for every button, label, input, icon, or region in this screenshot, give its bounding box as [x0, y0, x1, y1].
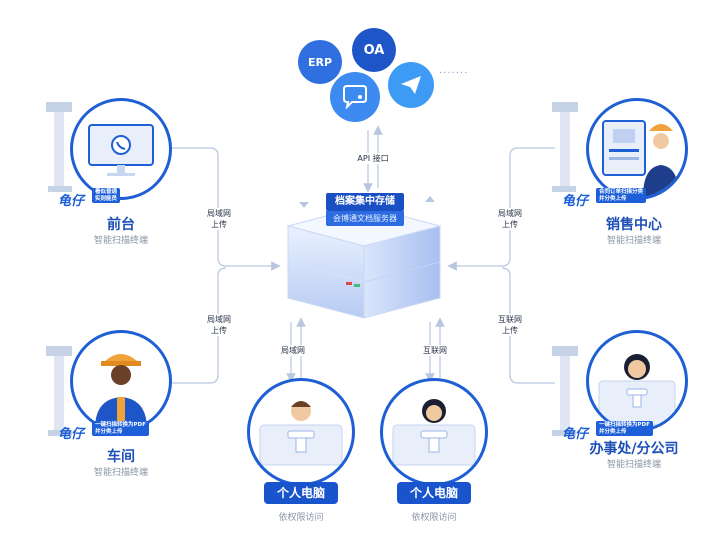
storage-title: 档案集中存储 — [326, 193, 404, 211]
pc-lan-subtitle: 依权限访问 — [278, 513, 324, 523]
link-sales — [447, 147, 555, 271]
front-slogan: 看似普通实则能员 — [92, 188, 121, 203]
office-circle — [586, 330, 688, 432]
scanner-kiosk-workshop — [46, 346, 72, 436]
sales-subtitle: 智能扫描终端 — [606, 236, 661, 246]
workshop-title: 车间 — [107, 449, 135, 465]
oa-app-icon: OA — [352, 28, 396, 72]
front-circle — [70, 98, 172, 200]
office-title: 办事处/分公司 — [589, 441, 679, 457]
office-link-label: 互联网 上传 — [496, 314, 524, 336]
scanner-kiosk-sales — [552, 102, 578, 192]
pc-user-female-icon — [392, 399, 476, 466]
link-office — [501, 267, 555, 384]
api-label: API 接口 — [351, 153, 395, 164]
workshop-subtitle: 智能扫描终端 — [93, 468, 148, 478]
sales-slogan: 合同订单扫描分类并分类上传 — [596, 188, 647, 203]
link-front — [170, 147, 281, 271]
chat-bubble-icon — [343, 85, 367, 109]
storage-subtitle: 会博通文档服务器 — [326, 211, 404, 226]
sales-brand-logo: 龟仔 — [562, 194, 589, 209]
workshop-brand-logo: 龟仔 — [58, 427, 85, 442]
more-apps-dots: ······· — [439, 68, 469, 79]
pc-net-link-label: 互联网 — [420, 345, 450, 356]
scanner-kiosk-front — [46, 102, 72, 192]
office-brand-logo: 龟仔 — [562, 427, 589, 442]
pc-lan-circle — [247, 378, 355, 486]
sales-circle — [586, 98, 688, 200]
erp-app-icon: ERP — [298, 40, 342, 84]
clipboard-worker-icon — [602, 120, 679, 197]
front-brand-logo: 龟仔 — [58, 194, 85, 209]
front-subtitle: 智能扫描终端 — [93, 236, 148, 246]
workshop-link-label: 局域网 上传 — [205, 314, 233, 336]
pc-net-subtitle: 依权限访问 — [411, 513, 457, 523]
plane-app-icon — [388, 62, 434, 108]
workshop-circle — [70, 330, 172, 432]
pc-net-label: 个人电脑 — [397, 482, 471, 504]
sales-link-label: 局域网 上传 — [496, 208, 524, 230]
front-title: 前台 — [107, 217, 135, 233]
worker-avatar-icon — [95, 354, 147, 429]
link-workshop — [172, 267, 227, 384]
pc-lan-link-label: 局域网 — [278, 345, 308, 356]
pc-net-circle — [380, 378, 488, 486]
monitor-phone-icon — [88, 124, 154, 176]
sales-title: 销售中心 — [606, 217, 662, 233]
paper-plane-icon — [401, 76, 421, 94]
chat-app-icon — [330, 72, 380, 122]
scanner-kiosk-office — [552, 346, 578, 436]
pc-lan-label: 个人电脑 — [264, 482, 338, 504]
headset-agent-icon — [598, 349, 676, 426]
pc-user-icon — [259, 401, 343, 466]
office-subtitle: 智能扫描终端 — [606, 460, 661, 470]
front-link-label: 局域网 上传 — [205, 208, 233, 230]
